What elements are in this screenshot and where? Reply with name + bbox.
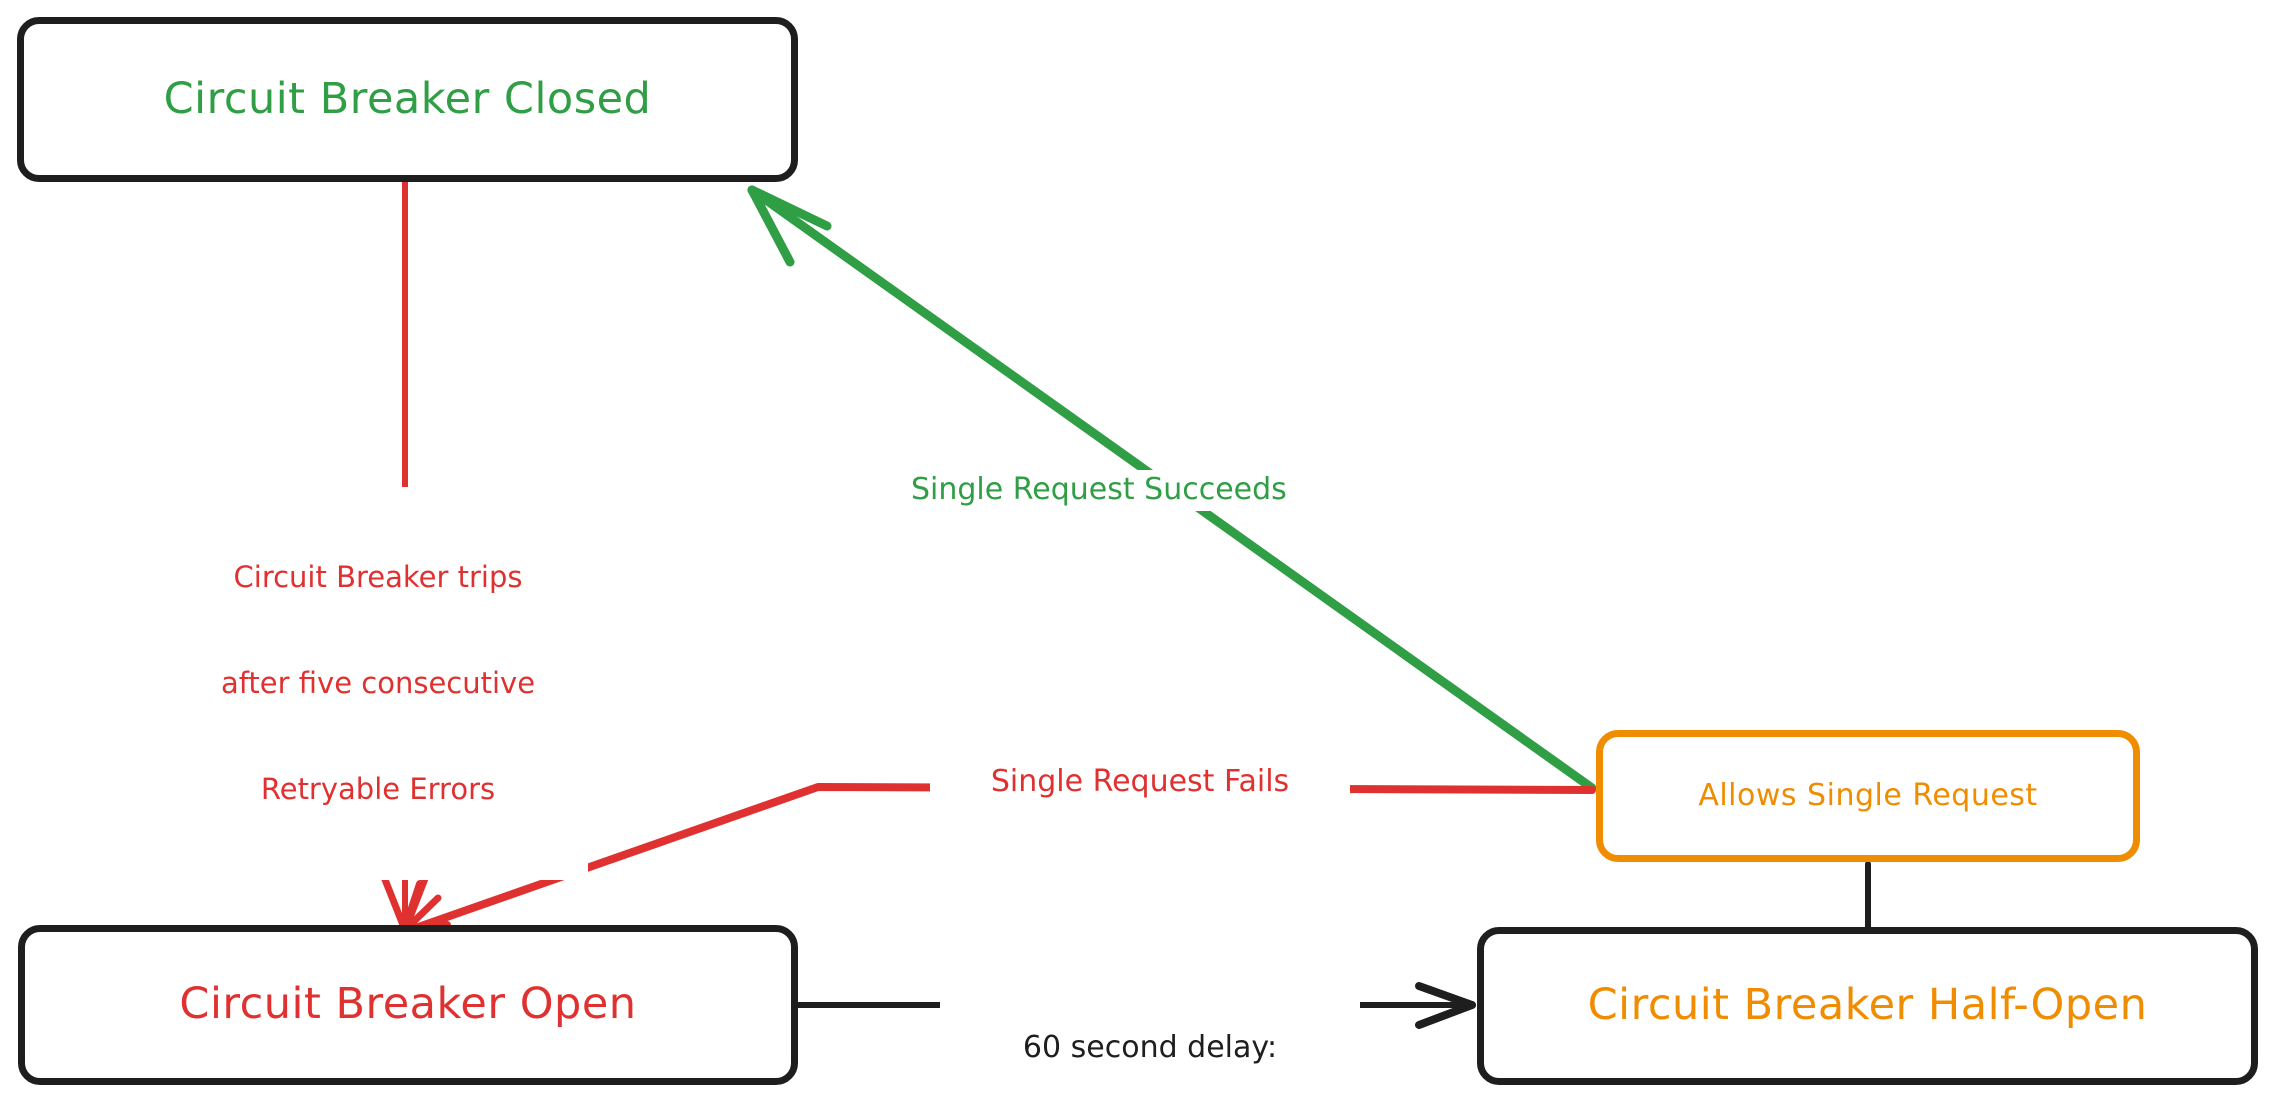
edge-label-closed-to-open-line1: Circuit Breaker trips [233,559,523,594]
node-allows-single-request-label: Allows Single Request [1698,777,2038,813]
node-allows-single-request[interactable]: Allows Single Request [1596,730,2140,862]
node-circuit-breaker-half-open[interactable]: Circuit Breaker Half-Open [1477,927,2258,1085]
node-circuit-breaker-closed[interactable]: Circuit Breaker Closed [17,17,798,182]
edge-label-closed-to-open-line2: after five consecutive [220,665,536,700]
node-circuit-breaker-open[interactable]: Circuit Breaker Open [18,925,798,1085]
edge-label-allows-to-closed: Single Request Succeeds [905,470,1287,511]
node-circuit-breaker-half-open-label: Circuit Breaker Half-Open [1587,980,2148,1031]
node-circuit-breaker-open-label: Circuit Breaker Open [179,979,637,1030]
edge-label-closed-to-open: Circuit Breaker trips after five consecu… [168,487,588,881]
node-circuit-breaker-closed-label: Circuit Breaker Closed [163,73,652,124]
edge-label-allows-to-open: Single Request Fails [930,762,1350,803]
edge-label-closed-to-open-line3: Retryable Errors [260,772,496,806]
edge-label-open-to-half-open-line1: 60 second delay: [1022,1030,1278,1066]
edge-label-open-to-half-open: 60 second delay: No requests allowed [940,955,1360,1107]
